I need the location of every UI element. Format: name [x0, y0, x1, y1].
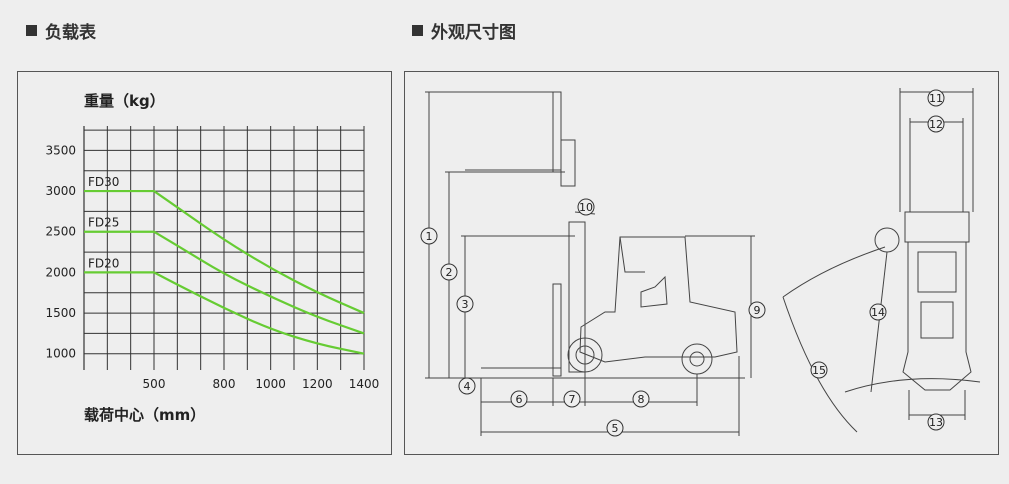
x-tick-label: 1000: [255, 377, 286, 391]
dimension-drawing-title: 外观尺寸图: [412, 18, 516, 43]
y-tick-label: 1000: [45, 347, 76, 361]
square-bullet-icon: [26, 25, 37, 36]
mast-upright: [568, 221, 586, 373]
square-bullet-icon: [412, 25, 423, 36]
callout-number: 13: [929, 416, 943, 429]
chart-grid: [83, 126, 365, 370]
x-tick-label: 800: [213, 377, 236, 391]
top-view-body: [902, 241, 972, 391]
callout-number: 2: [446, 266, 453, 279]
callout-circle: [606, 419, 624, 437]
y-tick-label: 3000: [45, 184, 76, 198]
callout-circle: [748, 301, 766, 319]
callout-circle: [510, 390, 528, 408]
series-line: [84, 230, 365, 335]
chart-ticks: 1000 1500 2000 2500 3000 3500 500 800 1000 1200 14…: [45, 143, 379, 391]
y-axis-label: 重量（kg）: [84, 92, 165, 110]
mast: [552, 283, 562, 377]
x-tick-label: 500: [143, 377, 166, 391]
callout-circle: [927, 89, 945, 107]
turning-center: [874, 227, 900, 253]
callout-circle: [632, 390, 650, 408]
callout-number: 10: [579, 201, 593, 214]
callout-number: 14: [871, 306, 885, 319]
callout-circle: [456, 295, 474, 313]
load-chart-panel: 重量（kg） 载荷中心（mm） 1000 1500 2000 2500 3000 3500…: [17, 71, 392, 455]
callout-number: 8: [638, 393, 645, 406]
callout-number: 11: [929, 92, 943, 105]
y-tick-label: 2000: [45, 265, 76, 279]
callout-circle: [810, 361, 828, 379]
x-tick-label: 1400: [349, 377, 380, 391]
callout-circle: [420, 227, 438, 245]
top-view-carriage: [904, 211, 970, 243]
rear-wheel: [681, 343, 713, 375]
callout-number: 9: [754, 304, 761, 317]
callout-circle: [927, 115, 945, 133]
turn-arc-rear: [844, 378, 981, 393]
y-tick-label: 1500: [45, 306, 76, 320]
callout-number: 15: [812, 364, 826, 377]
x-tick-label: 1200: [302, 377, 333, 391]
y-tick-label: 2500: [45, 225, 76, 239]
series-line: [84, 271, 365, 355]
callout-number: 4: [464, 380, 471, 393]
callout-circle: [440, 263, 458, 281]
truck-body: [579, 236, 738, 363]
series-label: FD30: [88, 175, 119, 189]
callout-number: 6: [516, 393, 523, 406]
x-axis-label: 载荷中心（mm）: [84, 406, 205, 424]
rear-hub: [689, 351, 705, 367]
load-table-title-text: 负载表: [45, 23, 96, 43]
callout-number: 7: [569, 393, 576, 406]
load-chart: 重量（kg） 载荷中心（mm） 1000 1500 2000 2500 3000 3500…: [45, 92, 379, 424]
turn-radius-outer: [782, 246, 886, 298]
series-label: FD20: [88, 256, 119, 270]
callout-circle: [577, 198, 595, 216]
callout-number: 5: [612, 422, 619, 435]
top-view-seat: [917, 251, 957, 293]
dim-line-14: [870, 251, 888, 393]
callout-number: 12: [929, 118, 943, 131]
seat: [640, 275, 668, 308]
load-table-title: 负载表: [26, 18, 96, 43]
raised-carriage: [552, 91, 562, 173]
dimension-drawing-title-text: 外观尺寸图: [431, 23, 516, 43]
series-line: [84, 189, 365, 315]
overhead-guard: [619, 236, 645, 273]
top-view-engine: [920, 301, 954, 339]
series-label: FD25: [88, 216, 119, 230]
callout-number: 1: [426, 230, 433, 243]
callout-circle: [458, 377, 476, 395]
callout-circle: [869, 303, 887, 321]
raised-backrest: [560, 139, 576, 187]
y-tick-label: 3500: [45, 143, 76, 157]
callout-number: 3: [462, 298, 469, 311]
callout-circle: [927, 413, 945, 431]
front-hub: [575, 345, 595, 365]
callout-circle: [563, 390, 581, 408]
